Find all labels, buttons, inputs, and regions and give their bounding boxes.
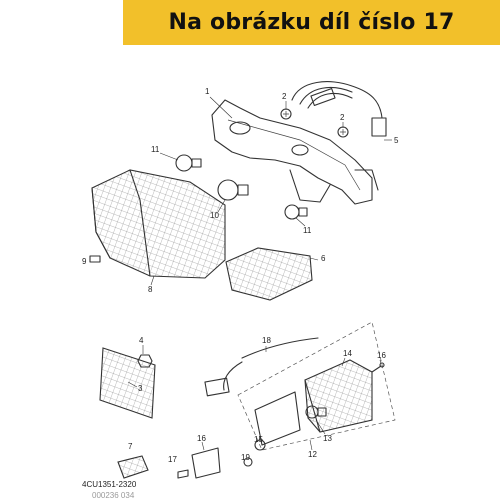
screw-part-9 — [89, 255, 101, 263]
callout-4: 4 — [139, 336, 144, 345]
screw-part-2a — [280, 108, 292, 120]
banner-title: Na obrázku díl číslo 17 — [168, 10, 455, 35]
callout-10: 10 — [210, 211, 219, 220]
callout-2b: 2 — [340, 113, 345, 122]
screw-part-2b — [337, 126, 349, 138]
callout-7: 7 — [128, 442, 133, 451]
callout-9: 9 — [82, 257, 87, 266]
callout-18: 18 — [262, 336, 271, 345]
nut-part-15 — [254, 439, 266, 451]
callout-1: 1 — [205, 87, 210, 96]
callout-16b: 16 — [197, 434, 206, 443]
tail-bracket-part-1 — [211, 99, 379, 205]
nut-part-4 — [137, 354, 153, 368]
callout-5: 5 — [394, 136, 399, 145]
bulb-part-11b — [284, 204, 308, 220]
part-code: 4CU1351-2320 — [82, 480, 137, 489]
license-light-part-12 — [237, 321, 396, 451]
footer-code: 000236 034 — [92, 491, 135, 500]
bulb-part-10 — [217, 179, 249, 201]
callout-8: 8 — [148, 285, 153, 294]
callout-14: 14 — [343, 349, 352, 358]
leader-lines — [127, 96, 392, 451]
wire-harness — [291, 81, 387, 137]
bracket-part-16b — [191, 447, 221, 479]
callout-16a: 16 — [377, 351, 386, 360]
callout-17: 17 — [168, 455, 177, 464]
callout-19: 19 — [241, 453, 250, 462]
callout-11b: 11 — [303, 226, 312, 235]
wire-part-18 — [204, 337, 319, 397]
reflector-part-3 — [99, 347, 156, 419]
screw-part-17 — [177, 469, 189, 479]
callout-12: 12 — [308, 450, 317, 459]
bulb-part-11a — [175, 154, 202, 172]
callout-13: 13 — [323, 434, 332, 443]
screw-part-16a — [371, 362, 385, 373]
title-banner: Na obrázku díl číslo 17 — [123, 0, 500, 45]
callout-3: 3 — [138, 384, 143, 393]
callout-15: 15 — [254, 435, 263, 444]
callout-11a: 11 — [151, 145, 160, 154]
washer-part-19 — [243, 457, 253, 467]
tag-part-7 — [117, 455, 149, 479]
callout-6: 6 — [321, 254, 326, 263]
tail-lens-part-8 — [91, 169, 226, 279]
side-lens-part-6 — [225, 247, 313, 301]
callout-2a: 2 — [282, 92, 287, 101]
